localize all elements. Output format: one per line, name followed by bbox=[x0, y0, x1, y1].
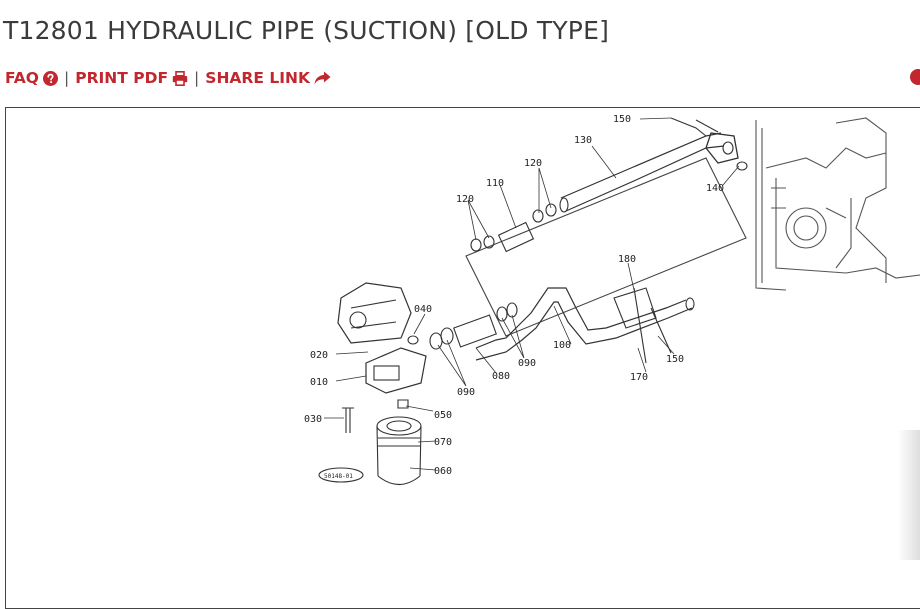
callout-010: 010 bbox=[310, 377, 328, 388]
callout-150: 150 bbox=[666, 354, 684, 365]
stamp-number: 50148-01 bbox=[324, 473, 353, 480]
upper-pipe-tray bbox=[465, 157, 747, 337]
faq-link[interactable]: FAQ bbox=[5, 69, 58, 87]
share-arrow-icon bbox=[314, 71, 331, 85]
callout-110: 110 bbox=[486, 178, 504, 189]
page-title: T12801 HYDRAULIC PIPE (SUCTION) [OLD TYP… bbox=[3, 16, 610, 45]
callout-120: 120 bbox=[524, 158, 542, 169]
print-pdf-link[interactable]: PRINT PDF bbox=[75, 69, 188, 87]
callout-050: 050 bbox=[434, 410, 452, 421]
callout-100: 100 bbox=[553, 340, 571, 351]
callout-060: 060 bbox=[434, 466, 452, 477]
callout-120: 120 bbox=[456, 194, 474, 205]
callout-080: 080 bbox=[492, 371, 510, 382]
callout-150: 150 bbox=[613, 114, 631, 125]
separator: | bbox=[194, 69, 200, 87]
printer-icon bbox=[172, 70, 188, 86]
lower-hose-clamps bbox=[429, 302, 518, 350]
exploded-view-drawing: 150 130 120 110 120 140 180 040 020 010 … bbox=[304, 114, 920, 486]
callout-140: 140 bbox=[706, 183, 724, 194]
print-pdf-label: PRINT PDF bbox=[75, 69, 169, 87]
callout-040: 040 bbox=[414, 304, 432, 315]
parts-diagram: 150 130 120 110 120 140 180 040 020 010 … bbox=[5, 107, 920, 609]
question-circle-icon bbox=[42, 70, 58, 86]
lower-suction-pipe bbox=[475, 287, 695, 364]
callout-180: 180 bbox=[618, 254, 636, 265]
chevron-left-circle-icon[interactable] bbox=[910, 69, 920, 85]
callout-070: 070 bbox=[434, 437, 452, 448]
share-link-label: SHARE LINK bbox=[205, 69, 310, 87]
transmission-case bbox=[755, 117, 920, 291]
bolt bbox=[342, 407, 354, 433]
share-link[interactable]: SHARE LINK bbox=[205, 69, 331, 87]
callout-030: 030 bbox=[304, 414, 322, 425]
upper-hose-clamps bbox=[470, 203, 557, 253]
hydraulic-pump bbox=[337, 282, 412, 344]
leader-lines bbox=[324, 117, 740, 471]
action-bar: FAQ | PRINT PDF | SHARE LINK bbox=[5, 68, 331, 88]
filter-cartridge bbox=[376, 416, 422, 486]
scroll-shadow bbox=[898, 430, 920, 560]
upper-suction-hose bbox=[559, 117, 748, 213]
faq-label: FAQ bbox=[5, 69, 39, 87]
filter-bracket bbox=[365, 335, 427, 409]
callout-130: 130 bbox=[574, 135, 592, 146]
callout-090: 090 bbox=[457, 387, 475, 398]
callout-020: 020 bbox=[310, 350, 328, 361]
stamp-oval bbox=[318, 467, 364, 483]
callout-090: 090 bbox=[518, 358, 536, 369]
separator: | bbox=[63, 69, 70, 87]
callout-170: 170 bbox=[630, 372, 648, 383]
